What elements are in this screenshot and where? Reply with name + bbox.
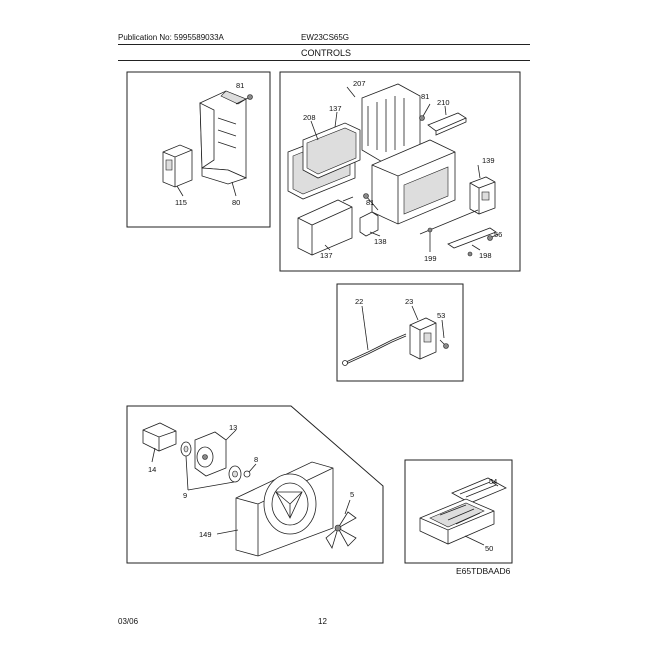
fan-blade-5 bbox=[325, 499, 357, 549]
callout-207: 207 bbox=[353, 79, 366, 88]
callout-53: 53 bbox=[437, 311, 445, 320]
footer-page: 12 bbox=[318, 617, 327, 626]
bracket-14 bbox=[142, 422, 177, 463]
diagram-code: E65TDBAAD6 bbox=[456, 566, 511, 576]
screw-53 bbox=[439, 319, 449, 349]
panel-137-bottom bbox=[297, 196, 354, 256]
bracket-198 bbox=[447, 227, 497, 257]
screw-81-a bbox=[235, 94, 253, 105]
callout-81-a: 81 bbox=[236, 81, 244, 90]
header-rule bbox=[118, 44, 530, 45]
parts-box-bucket bbox=[404, 459, 513, 564]
module-115 bbox=[162, 144, 193, 188]
model-number: EW23CS65G bbox=[301, 33, 350, 42]
callout-5: 5 bbox=[350, 490, 354, 499]
callout-22: 22 bbox=[355, 297, 363, 306]
frame-207 bbox=[361, 83, 456, 225]
callout-8: 8 bbox=[254, 455, 258, 464]
control-210 bbox=[427, 112, 467, 136]
callout-81-c: 81 bbox=[366, 198, 374, 207]
callout-115: 115 bbox=[175, 198, 187, 207]
callout-137-a: 137 bbox=[329, 104, 342, 113]
housing-80 bbox=[199, 90, 248, 185]
rod-199 bbox=[419, 209, 479, 235]
switch-139 bbox=[469, 176, 496, 215]
grommets-9 bbox=[180, 441, 242, 491]
callout-80: 80 bbox=[232, 198, 240, 207]
callout-199: 199 bbox=[424, 254, 437, 263]
footer-date: 03/06 bbox=[118, 617, 139, 626]
screw-81-c bbox=[363, 193, 379, 211]
callout-137-b: 137 bbox=[320, 251, 333, 260]
section-title: CONTROLS bbox=[301, 48, 352, 58]
shroud-149 bbox=[216, 461, 334, 557]
parts-box-fan bbox=[126, 405, 384, 564]
parts-box-housing bbox=[126, 71, 271, 228]
screw-81-b bbox=[419, 103, 431, 121]
cover-54 bbox=[451, 477, 507, 504]
motor-13 bbox=[194, 429, 237, 477]
parts-box-controls bbox=[279, 71, 521, 272]
callout-210: 210 bbox=[437, 98, 450, 107]
publication-number: Publication No: 5995589033A bbox=[118, 33, 224, 42]
callout-14: 14 bbox=[148, 465, 156, 474]
callout-149: 149 bbox=[199, 530, 212, 539]
callout-9: 9 bbox=[183, 491, 187, 500]
callout-23: 23 bbox=[405, 297, 413, 306]
control-23 bbox=[409, 305, 437, 360]
callout-56: 56 bbox=[494, 230, 502, 239]
clip-56 bbox=[487, 233, 499, 241]
callout-54: 54 bbox=[489, 477, 497, 486]
bracket-138 bbox=[359, 211, 379, 237]
callout-138: 138 bbox=[374, 237, 387, 246]
callout-198: 198 bbox=[479, 251, 492, 260]
callout-13: 13 bbox=[229, 423, 237, 432]
section-rule bbox=[118, 60, 530, 61]
callout-139: 139 bbox=[482, 156, 495, 165]
callout-50: 50 bbox=[485, 544, 493, 553]
callout-81-b: 81 bbox=[421, 92, 429, 101]
callout-208: 208 bbox=[303, 113, 316, 122]
panel-137-top bbox=[302, 122, 361, 179]
sensor-wire-22 bbox=[342, 305, 407, 366]
parts-box-thermistor bbox=[336, 283, 464, 382]
bucket-50 bbox=[419, 498, 495, 546]
nut-8 bbox=[243, 463, 257, 478]
